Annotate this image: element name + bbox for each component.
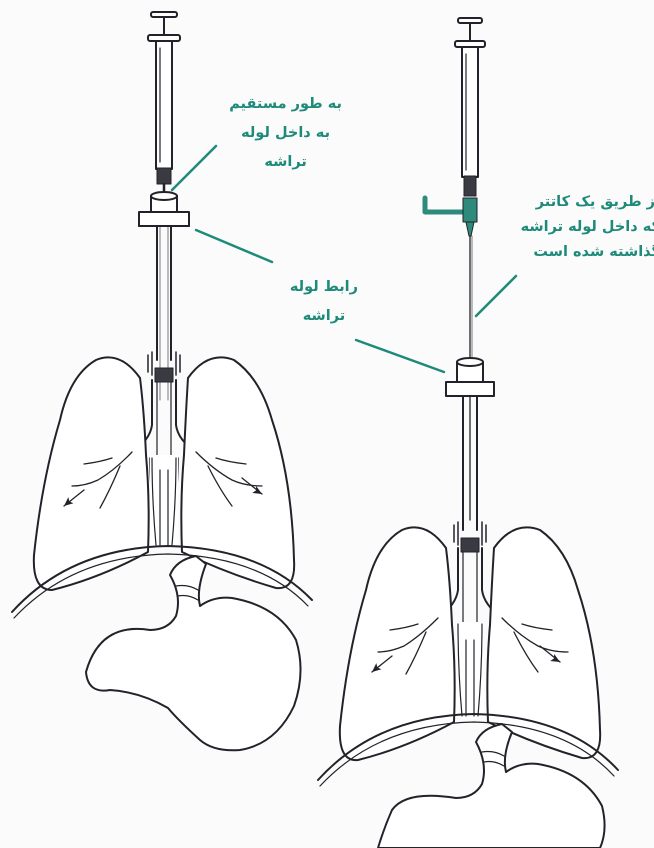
right-catheter-hub <box>425 198 477 236</box>
leader-catheter <box>476 276 516 316</box>
right-tube-adapter <box>446 358 494 396</box>
label-catheter-line-2: که داخل لوله تراشه <box>521 215 654 240</box>
label-catheter-line-1: از طریق یک کاتتر <box>521 190 654 215</box>
label-catheter-line-3: گذاشته شده است <box>521 240 654 265</box>
label-direct-line-2: به داخل لوله <box>229 119 342 148</box>
label-connector-line-2: تراشه <box>290 302 358 331</box>
label-connector-line-1: رابط لوله <box>290 273 358 302</box>
label-direct-line-3: تراشه <box>229 148 342 177</box>
right-lungs-icon <box>340 527 600 760</box>
right-figure <box>318 18 618 848</box>
label-tube-connector: رابط لوله تراشه <box>290 273 358 331</box>
left-syringe-icon <box>148 12 180 194</box>
label-direct-line-1: به طور مستقیم <box>229 90 342 119</box>
left-endotracheal-tube <box>148 226 180 400</box>
label-direct-into-trachea: به طور مستقیم به داخل لوله تراشه <box>229 90 342 177</box>
leader-direct <box>172 146 216 190</box>
right-syringe-icon <box>455 18 485 196</box>
leader-connector-right <box>356 340 444 372</box>
leader-connector-left <box>196 230 272 262</box>
label-via-catheter: از طریق یک کاتتر که داخل لوله تراشه گذاش… <box>521 190 654 265</box>
left-tube-adapter <box>139 192 189 226</box>
left-lungs-icon <box>34 357 294 590</box>
